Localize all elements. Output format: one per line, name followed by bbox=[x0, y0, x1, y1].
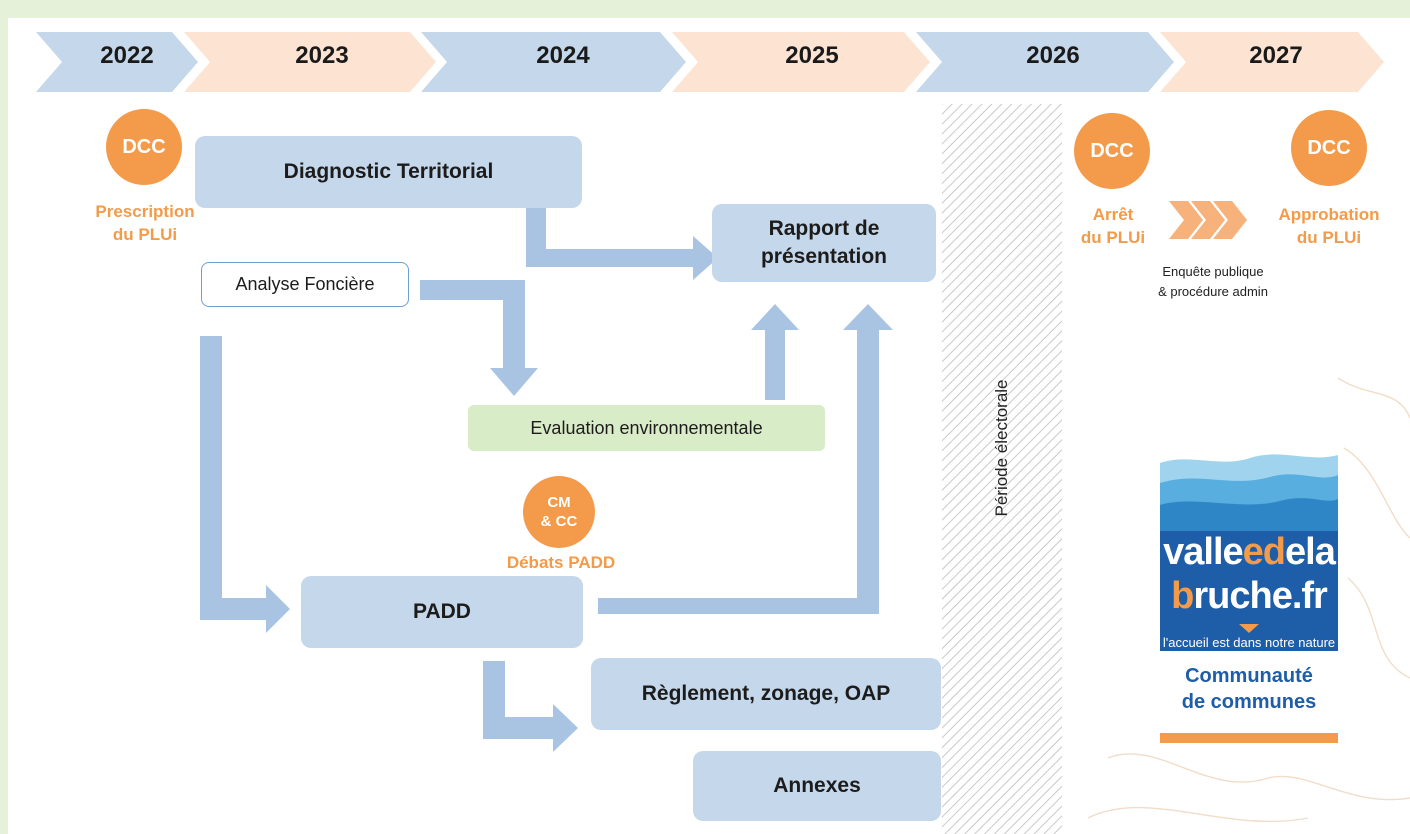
logo-line-1: valleedela bbox=[1163, 531, 1336, 573]
year-label-2025: 2025 bbox=[785, 42, 839, 69]
timeline-chevron-2027 bbox=[1160, 32, 1384, 92]
box-evaluation-environnementale: Evaluation environnementale bbox=[468, 405, 825, 451]
diagram-graphics bbox=[36, 32, 1410, 834]
logo-organization: Communauté de communes bbox=[1181, 665, 1317, 713]
badge-dcc-arret: DCC bbox=[1074, 113, 1150, 189]
timeline-chevron-2023 bbox=[184, 32, 436, 92]
timeline-chevron-2022 bbox=[36, 32, 198, 92]
logo-graphics bbox=[1160, 413, 1338, 743]
arrow-diagnostic-to-rapport bbox=[526, 208, 718, 280]
logo-line-2: bruche.fr bbox=[1171, 575, 1328, 617]
arrow-evaluation-to-rapport bbox=[751, 304, 799, 400]
year-label-2024: 2024 bbox=[536, 42, 590, 69]
year-label-2023: 2023 bbox=[295, 42, 349, 69]
timeline-chevrons bbox=[36, 32, 1384, 92]
label-debats-padd: Débats PADD bbox=[506, 553, 616, 572]
arrow-padd-to-rapport bbox=[598, 304, 893, 614]
flow-arrows bbox=[200, 201, 1247, 752]
label-arret-plui: Arrêt du PLUi bbox=[1080, 205, 1146, 247]
label-enquete-publique: Enquête publique & procédure admin bbox=[1158, 264, 1268, 300]
box-rapport-presentation: Rapport de présentation bbox=[712, 204, 936, 282]
arrow-left-to-padd bbox=[200, 336, 290, 633]
timeline-chevron-2024 bbox=[421, 32, 686, 92]
badge-dcc-prescription: DCC bbox=[106, 109, 182, 185]
chevron-arrow-3 bbox=[1213, 201, 1247, 239]
badge-cm-cc: CM & CC bbox=[523, 476, 595, 548]
arrow-padd-to-reglement bbox=[483, 661, 578, 752]
chevron-arrow-2 bbox=[1191, 201, 1225, 239]
label-periode-electorale: Période électorale bbox=[992, 379, 1011, 517]
box-analyse-fonciere: Analyse Foncière bbox=[201, 262, 409, 307]
box-diagnostic-territorial: Diagnostic Territorial bbox=[195, 136, 582, 208]
box-annexes: Annexes bbox=[693, 751, 941, 821]
label-prescription: Prescription du PLUi bbox=[95, 202, 195, 244]
year-label-2027: 2027 bbox=[1249, 42, 1303, 69]
box-reglement-zonage-oap: Règlement, zonage, OAP bbox=[591, 658, 941, 730]
label-approbation-plui: Approbation du PLUi bbox=[1278, 205, 1380, 247]
chevron-arrow-1 bbox=[1169, 201, 1203, 239]
topo-decoration bbox=[1087, 377, 1410, 823]
logo-tagline: l'accueil est dans notre nature bbox=[1162, 635, 1336, 650]
badge-dcc-approbation: DCC bbox=[1291, 110, 1367, 186]
year-label-2026: 2026 bbox=[1026, 42, 1080, 69]
year-label-2022: 2022 bbox=[100, 42, 154, 69]
logo-valleedelabruche: valleedela bruche.fr l'accueil est dans … bbox=[1160, 413, 1338, 745]
diagram-canvas: 2022 2023 2024 2025 2026 2027 DCC Prescriptio… bbox=[8, 18, 1410, 834]
box-padd: PADD bbox=[301, 576, 583, 648]
arrow-analyse-to-evaluation bbox=[420, 280, 538, 396]
timeline-chevron-2026 bbox=[916, 32, 1174, 92]
timeline-chevron-2025 bbox=[672, 32, 930, 92]
electoral-period-band bbox=[942, 104, 1062, 834]
